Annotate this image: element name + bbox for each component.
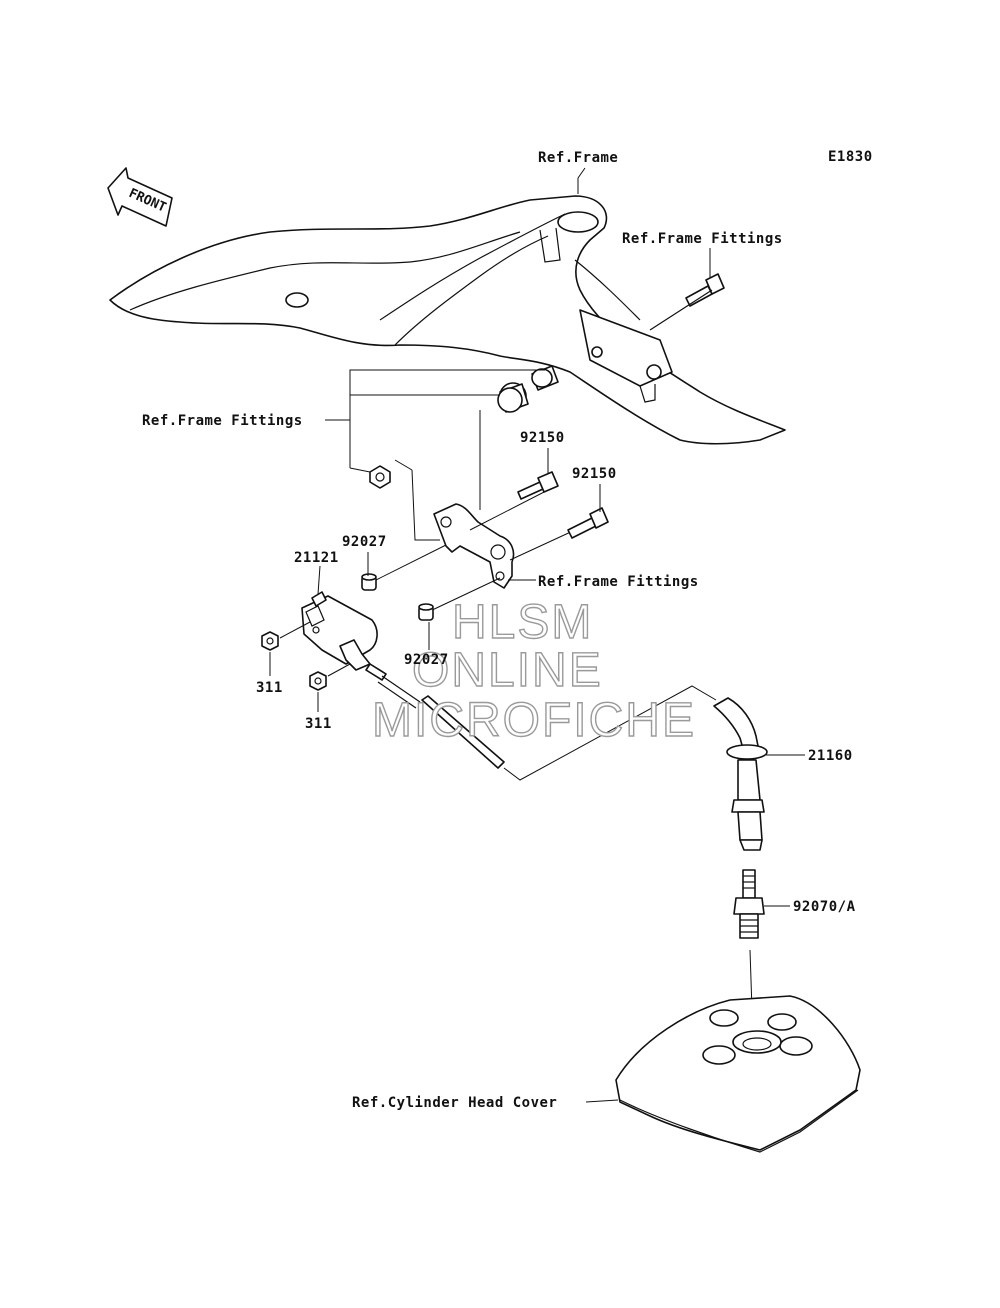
collar-92027-a <box>361 573 377 591</box>
label-92070a: 92070/A <box>793 899 856 915</box>
nut-311-a <box>261 621 311 651</box>
watermark: HLSM ONLINE MICROFICHE <box>371 595 696 747</box>
nut-311-b <box>309 663 351 691</box>
label-92027-a: 92027 <box>342 534 387 550</box>
assembly-lines <box>371 410 576 613</box>
label-311-b: 311 <box>305 716 332 732</box>
watermark-line1: HLSM <box>452 596 593 649</box>
coil-bracket <box>433 503 515 589</box>
watermark-line3: MICROFICHE <box>372 694 696 747</box>
frame-bolt-top <box>649 273 725 331</box>
watermark-line2: ONLINE <box>412 644 603 697</box>
spark-plug-cap <box>713 697 768 851</box>
label-92027-b: 92027 <box>404 652 449 668</box>
label-ref-frame-fittings-top: Ref.Frame Fittings <box>622 231 783 247</box>
label-311-a: 311 <box>256 680 283 696</box>
cylinder-head-cover <box>615 995 861 1153</box>
spark-plug <box>733 869 765 1041</box>
grommet-top <box>497 365 559 413</box>
label-leaders <box>269 167 805 1103</box>
frame-illustration <box>109 195 786 445</box>
label-ref-frame: Ref.Frame <box>538 150 618 166</box>
label-92150-a: 92150 <box>520 430 565 446</box>
bolt-92150-b <box>567 507 609 539</box>
ignition-coil <box>301 591 421 709</box>
collar-92027-b <box>418 603 434 621</box>
ref-frame-fittings-bracket <box>325 369 545 473</box>
front-arrow-icon: FRONT <box>107 167 173 227</box>
label-21121: 21121 <box>294 550 339 566</box>
bolt-92150-a <box>517 471 559 500</box>
nut-fitting <box>369 465 391 489</box>
high-tension-lead <box>421 685 717 781</box>
label-ref-frame-fittings-mid: Ref.Frame Fittings <box>538 574 699 590</box>
label-ref-frame-fittings-left: Ref.Frame Fittings <box>142 413 303 429</box>
label-92150-b: 92150 <box>572 466 617 482</box>
diagram-code: E1830 <box>828 149 873 165</box>
label-21160: 21160 <box>808 748 853 764</box>
label-ref-cylinder-head-cover: Ref.Cylinder Head Cover <box>352 1095 557 1111</box>
